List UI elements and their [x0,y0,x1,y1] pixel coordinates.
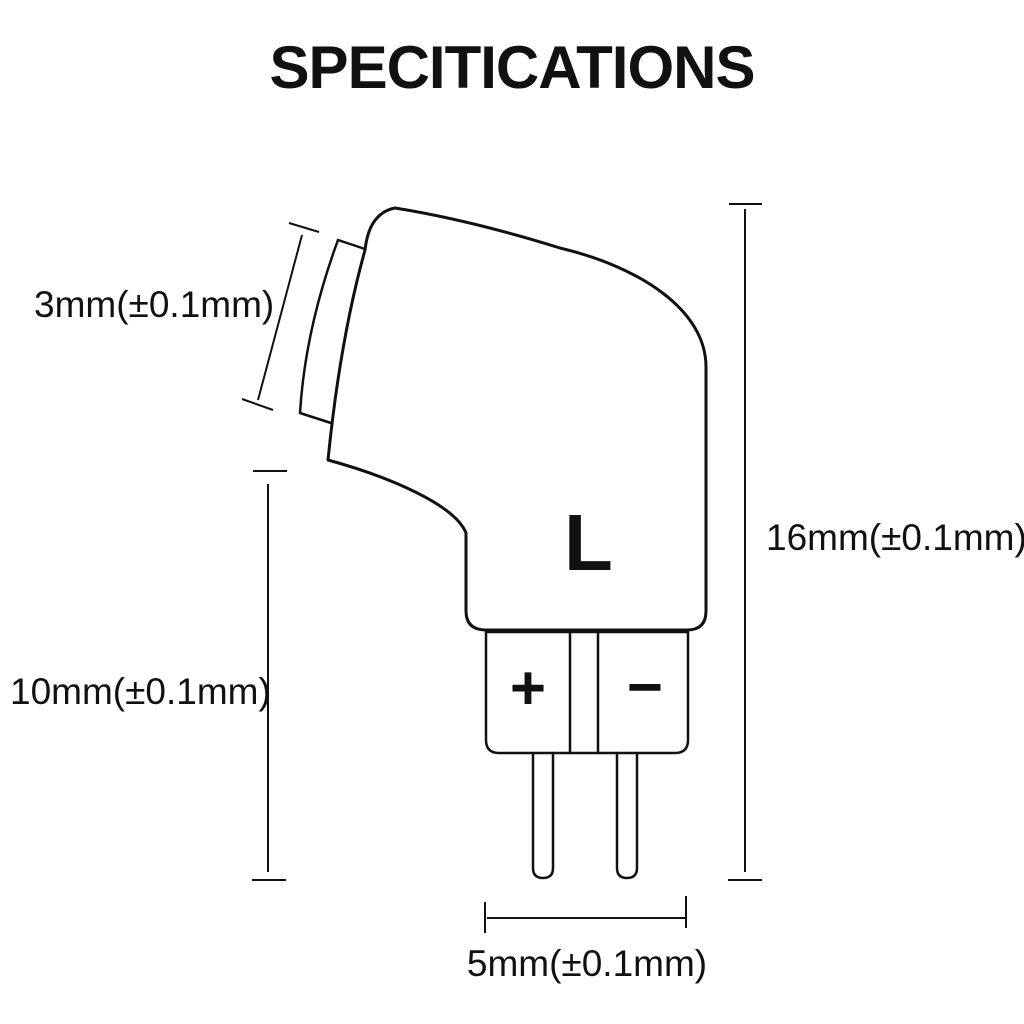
dim-line-nozzle-length [257,234,303,401]
dim-label-lower-height: 10mm(±0.1mm) [10,671,271,712]
dim-label-total-height: 16mm(±0.1mm) [766,517,1024,558]
dimension-annotations [241,203,762,933]
polarity-negative-label: − [627,653,663,722]
dim-label-base-width: 5mm(±0.1mm) [466,943,708,984]
nozzle-outline [298,238,340,425]
channel-marking-label: L [564,498,613,587]
connector-drawing: L + − [298,206,708,880]
pin-right [615,751,639,880]
dim-tick-nozzle-length-bottom [241,398,274,411]
pin-left [531,751,555,880]
dim-label-nozzle-length: 3mm(±0.1mm) [34,284,275,325]
nozzle-top-edge [336,238,367,251]
polarity-positive-label: + [510,654,546,723]
page-title: SPECITICATIONS [269,34,756,101]
dim-tick-nozzle-length-top [288,222,320,233]
base-block-outline [484,630,690,755]
connector-body-outline [326,206,708,632]
